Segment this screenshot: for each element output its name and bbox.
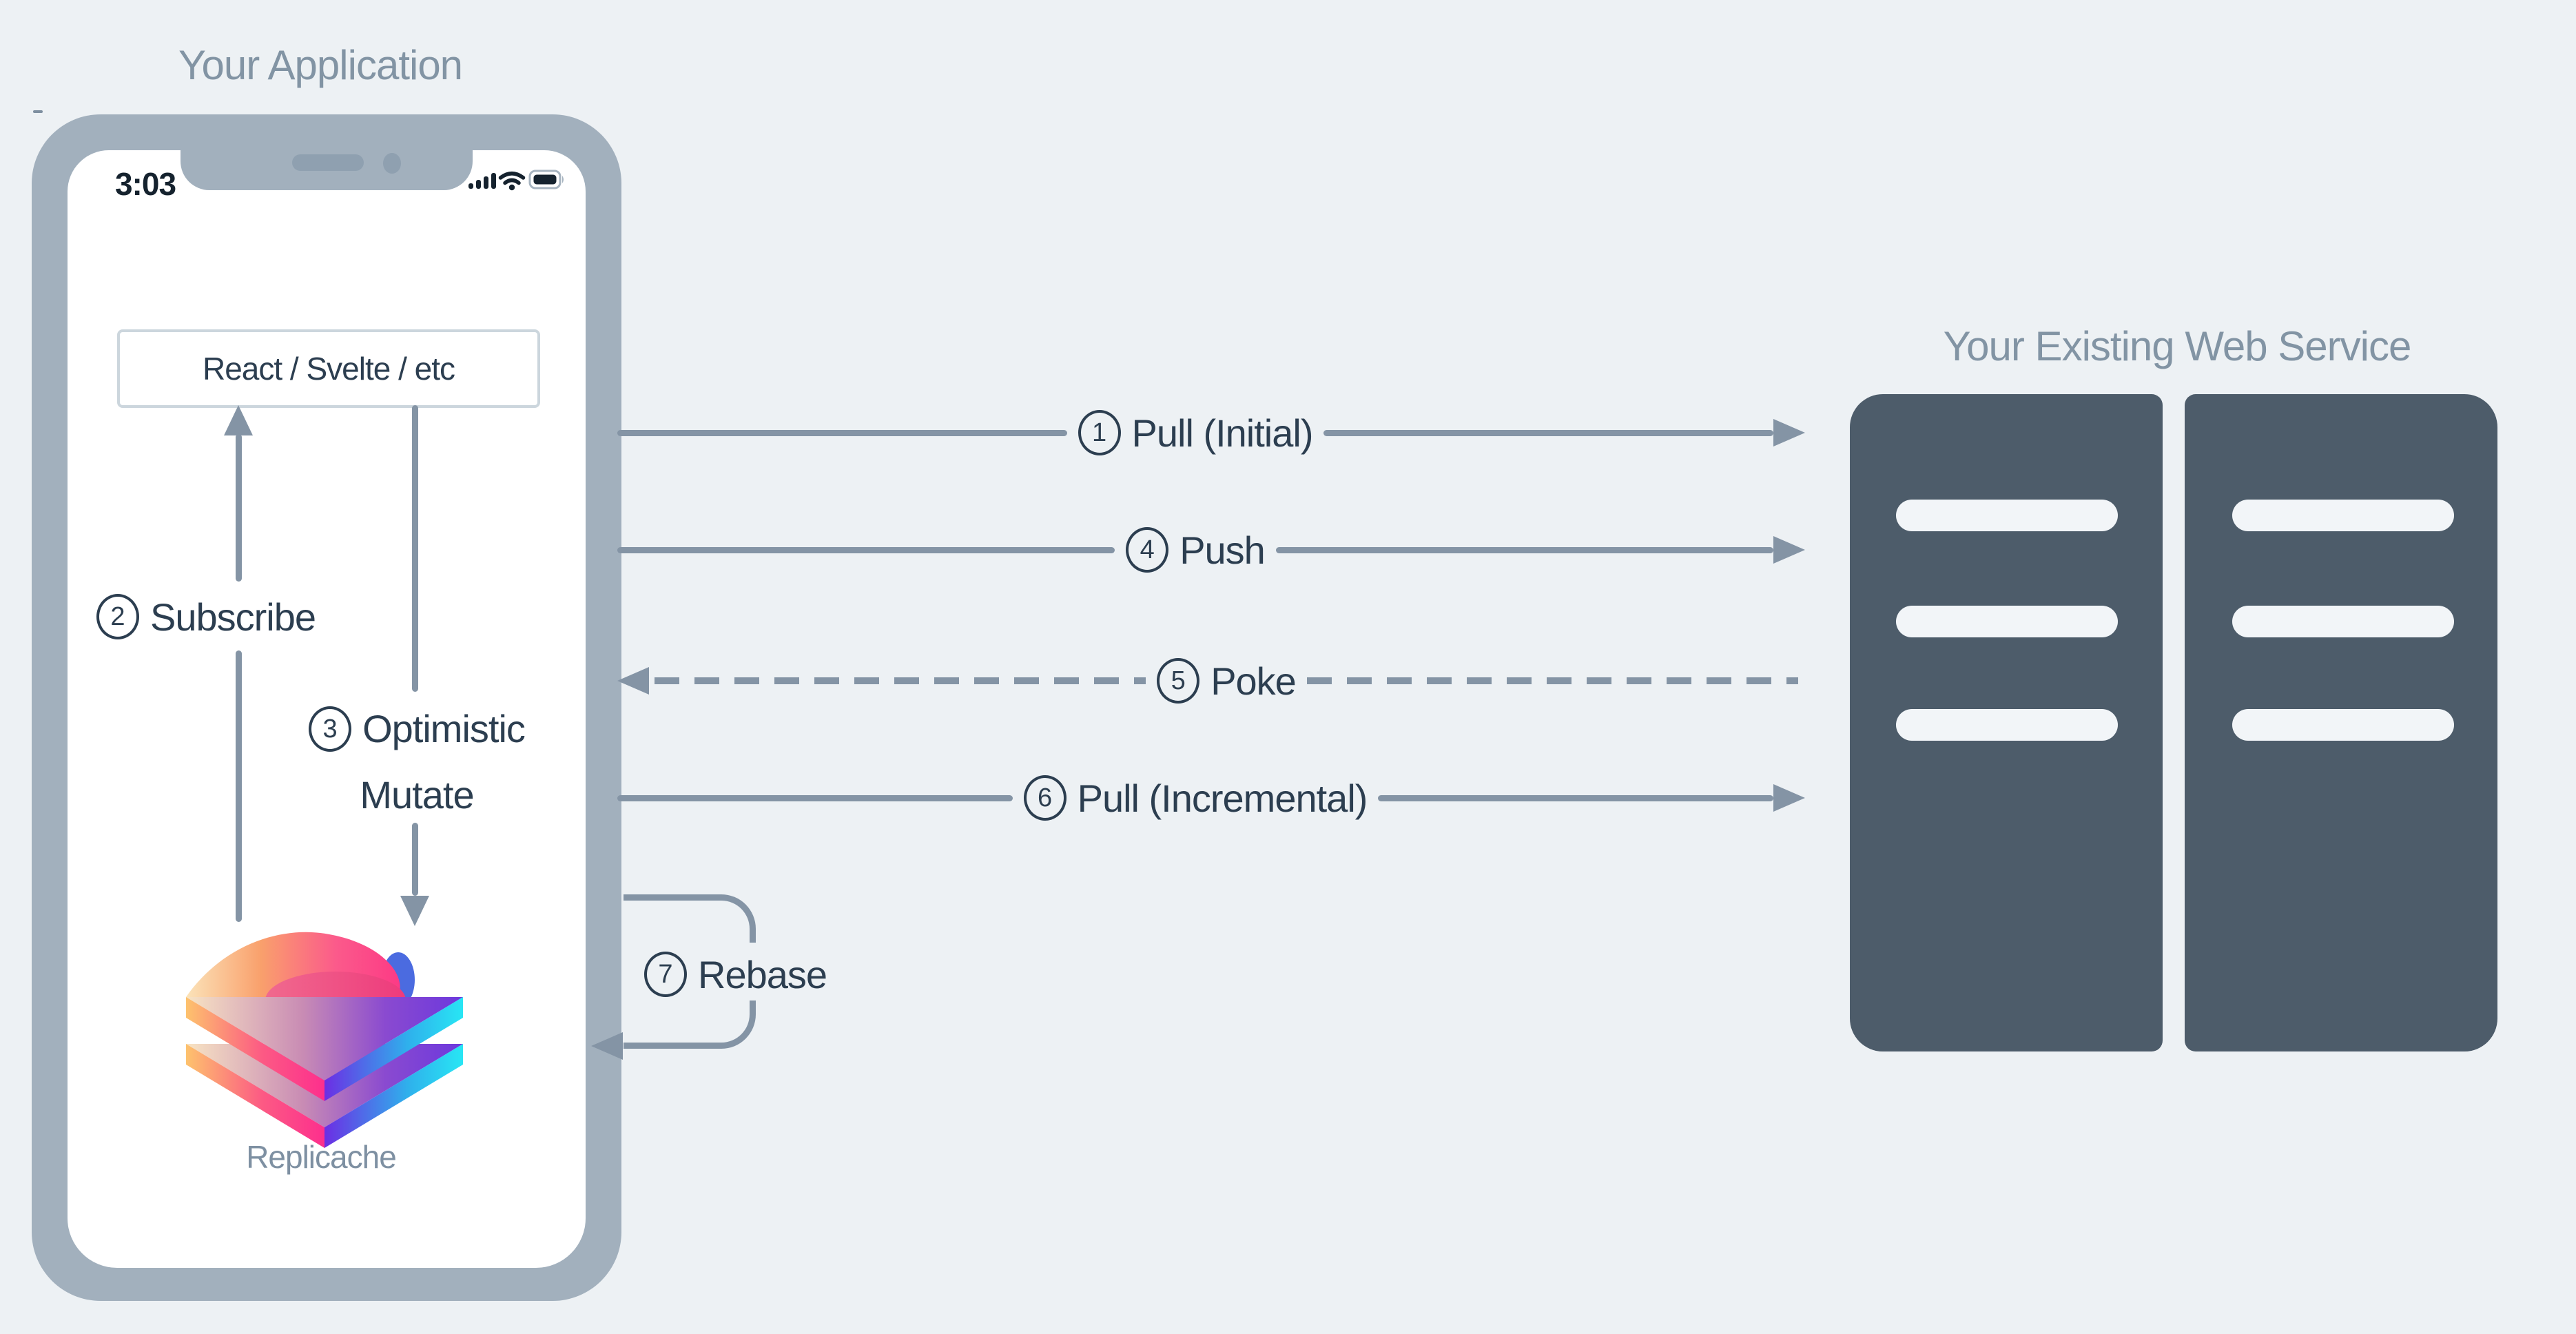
mutate-line-lower <box>412 823 418 896</box>
framework-box-label: React / Svelte / etc <box>202 351 455 387</box>
logo-caption: Replicache <box>246 1139 397 1175</box>
circled-number: 4 <box>1126 527 1169 573</box>
flow-line-dashed <box>655 677 1146 684</box>
subscribe-line-upper <box>236 434 242 582</box>
flow-label: 6 Pull (Incremental) <box>1013 775 1379 821</box>
subscribe-arrowhead-up-icon <box>224 405 253 435</box>
flow-label: 4 Push <box>1115 527 1276 573</box>
wifi-icon <box>498 172 526 191</box>
rack-slot <box>2232 500 2454 531</box>
rebase-loop-top <box>624 894 756 943</box>
circled-number: 2 <box>96 594 139 639</box>
rebase-loop-bottom <box>624 1000 756 1049</box>
circled-number: 3 <box>309 706 352 752</box>
arrowhead-left-icon <box>617 667 649 695</box>
mutate-arrowhead-down-icon <box>400 896 429 926</box>
status-icons <box>468 170 564 191</box>
mutate-line-upper <box>412 405 418 692</box>
circled-number: 1 <box>1078 410 1121 455</box>
flow-label: 5 Poke <box>1146 658 1307 704</box>
rebase-arrowhead-left-icon <box>591 1032 623 1060</box>
flow-line <box>1378 794 1773 801</box>
application-title: Your Application <box>178 42 463 88</box>
arrowhead-right-icon <box>1773 536 1806 564</box>
circled-number: 6 <box>1023 775 1067 821</box>
camera-icon <box>383 153 401 174</box>
stray-dash <box>33 110 43 113</box>
replicache-logo <box>186 932 463 1148</box>
flow-line <box>1275 546 1774 553</box>
flow-push: 4 Push <box>617 522 1806 577</box>
rack-slot <box>2232 606 2454 637</box>
rack-slot <box>1896 500 2118 531</box>
rebase-label: 7 Rebase <box>644 952 827 997</box>
flow-line <box>1323 429 1773 436</box>
subscribe-label: 2 Subscribe <box>96 594 316 639</box>
battery-icon <box>528 170 564 189</box>
flow-line-dashed <box>1306 677 1799 684</box>
arrowhead-right-icon <box>1773 784 1805 812</box>
arrowhead-right-icon <box>1773 419 1805 447</box>
rack-slot <box>2232 709 2454 741</box>
flow-line <box>617 429 1067 436</box>
flow-poke: 5 Poke <box>617 653 1799 708</box>
logo-layer-top <box>186 997 463 1101</box>
flow-pull-incremental: 6 Pull (Incremental) <box>617 770 1805 825</box>
circled-number: 7 <box>644 952 687 997</box>
framework-box: React / Svelte / etc <box>117 329 540 408</box>
rack-slot <box>1896 709 2118 741</box>
service-title: Your Existing Web Service <box>1943 323 2412 369</box>
flow-pull-initial: 1 Pull (Initial) <box>617 405 1805 460</box>
cellular-signal-icon <box>468 173 496 189</box>
rack-slot <box>1896 606 2118 637</box>
flow-line <box>617 794 1013 801</box>
subscribe-line-lower <box>236 650 242 922</box>
flow-label: 1 Pull (Initial) <box>1067 410 1324 455</box>
optimistic-mutate-label: 3 Optimistic Mutate <box>262 696 572 828</box>
circled-number: 5 <box>1157 658 1200 704</box>
status-time: 3:03 <box>114 166 176 202</box>
flow-line <box>617 546 1115 553</box>
speaker-grille-icon <box>292 154 364 171</box>
